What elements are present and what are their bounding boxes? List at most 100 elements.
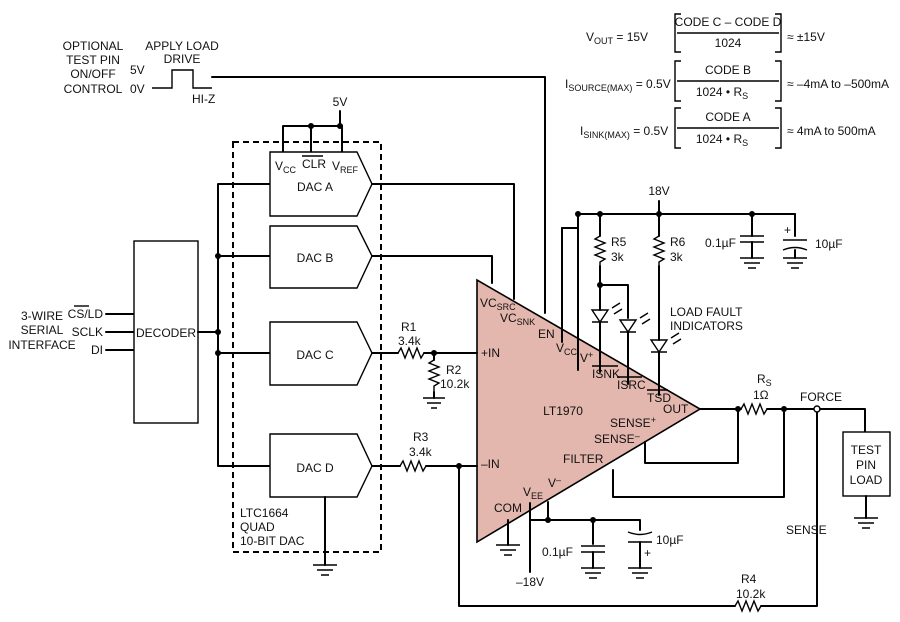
- r6-resistor: [652, 235, 666, 268]
- pos-supply-label: 18V: [648, 184, 669, 198]
- r2-value: 10.2k: [440, 377, 470, 391]
- pin-cs-ld: CS/LD: [68, 307, 104, 321]
- vout-result: ≈ ±15V: [787, 30, 825, 44]
- neg-supply-label: –18V: [516, 575, 544, 589]
- dac-c: DAC C: [269, 321, 373, 386]
- isource-lhs: I: [565, 77, 568, 91]
- interface-label-3: INTERFACE: [8, 338, 75, 352]
- r2-resistor: [427, 359, 441, 392]
- svg-text:VCC: VCC: [556, 341, 578, 357]
- isink-eq: = 0.5V: [630, 124, 668, 138]
- dac-vcc: V: [275, 159, 283, 173]
- r4-feedback-wire: [458, 409, 818, 607]
- isource-result: ≈ –4mA to –500mA: [787, 77, 889, 91]
- dac-ground-icon: [313, 564, 337, 576]
- force-label: FORCE: [800, 390, 842, 404]
- isink-result: ≈ 4mA to 500mA: [787, 124, 876, 138]
- pin-sclk: SCLK: [72, 325, 103, 339]
- neg-supply-wire: [529, 501, 641, 573]
- r1-label: R1: [401, 320, 417, 334]
- vout-lhs: V: [586, 30, 594, 44]
- cap-n2-label: 10µF: [656, 533, 684, 547]
- r4-label: R4: [741, 572, 757, 586]
- svg-text:VEE: VEE: [523, 485, 543, 501]
- cap-p2-label: 10µF: [815, 237, 843, 251]
- test-load-label-3: LOAD: [850, 473, 883, 487]
- chip-name: LTC1664: [240, 506, 289, 520]
- r2-label: R2: [446, 363, 462, 377]
- vout-sub: OUT: [594, 36, 614, 46]
- test-pin-control: OPTIONAL TEST PIN ON/OFF CONTROL 5V 0V A…: [63, 39, 219, 106]
- led-3-icon: [649, 332, 682, 354]
- r1-resistor: [397, 346, 425, 360]
- decoder-label: DECODER: [136, 326, 196, 340]
- drive-label: DRIVE: [164, 52, 201, 66]
- isink-lhs: I: [580, 124, 583, 138]
- svg-text:ISOURCE(MAX) = 0.5V: ISOURCE(MAX) = 0.5V: [565, 77, 671, 93]
- dac-clr: CLR: [302, 157, 326, 171]
- lt1970-body: [476, 278, 702, 544]
- vout-numerator: CODE C – CODE D: [675, 15, 782, 29]
- svg-text:SENSE–: SENSE–: [594, 431, 640, 446]
- r5-label: R5: [611, 235, 627, 249]
- cap-n1-label: 0.1µF: [542, 545, 573, 559]
- dac-b: DAC B: [269, 225, 373, 289]
- rs-label: R: [757, 372, 766, 386]
- svg-text:ISINK(MAX) = 0.5V: ISINK(MAX) = 0.5V: [580, 124, 668, 140]
- pin-vee: V: [523, 485, 531, 499]
- svg-text:VCC: VCC: [275, 159, 297, 175]
- dac-a: VCC CLR VREF DAC A: [269, 151, 373, 217]
- chip-desc-1: QUAD: [240, 520, 275, 534]
- load-ground-icon: [854, 517, 878, 529]
- load-fault-label-1: LOAD FAULT: [670, 305, 743, 319]
- pin-filter: FILTER: [563, 452, 604, 466]
- pin-in-minus: –IN: [481, 457, 500, 471]
- dac-b-wire: [371, 255, 493, 284]
- test-pin-label-2: TEST PIN: [66, 53, 120, 67]
- rs-value: 1Ω: [753, 388, 769, 402]
- hiz-label: HI-Z: [192, 92, 215, 106]
- en-wire: [211, 76, 546, 314]
- ltc1664-package: [232, 141, 382, 553]
- led-2-icon: [618, 312, 651, 334]
- com-ground-icon: [496, 544, 520, 556]
- vout-denominator: 1024: [715, 36, 742, 50]
- dac-c-label: DAC C: [296, 348, 334, 362]
- apply-load-label: APPLY LOAD: [145, 39, 219, 53]
- force-wire: [819, 408, 866, 433]
- r6-label: R6: [670, 235, 686, 249]
- sense-label: SENSE: [786, 523, 827, 537]
- pin-vplus: V: [580, 351, 588, 365]
- r4-value: 10.2k: [736, 587, 766, 601]
- cap-p2-plus: +: [784, 223, 791, 237]
- pin-vcsnk: VC: [500, 311, 517, 325]
- svg-text:V+: V+: [580, 350, 593, 365]
- dac-vref: V: [332, 159, 340, 173]
- led-1-icon: [590, 302, 623, 324]
- test-pin-label-4: CONTROL: [64, 82, 123, 96]
- pin-di: DI: [91, 343, 103, 357]
- isource-sub: SOURCE(MAX): [568, 83, 632, 93]
- equation-vout: VOUT = 15V CODE C – CODE D 1024 ≈ ±15V: [586, 13, 825, 53]
- load-fault-label-2: INDICATORS: [670, 319, 743, 333]
- isink-numerator: CODE A: [705, 110, 750, 124]
- pos-supply-wire: [561, 200, 796, 371]
- pin-out: OUT: [663, 402, 689, 416]
- equation-isink: ISINK(MAX) = 0.5V CODE A 1024 • RS ≈ 4mA…: [580, 107, 876, 149]
- pin-isnk: ISNK: [592, 367, 620, 381]
- cap-n2-ground-icon: [628, 567, 652, 579]
- rs-resistor: [740, 402, 768, 416]
- svg-text:VCSNK: VCSNK: [500, 311, 535, 327]
- pin-en: EN: [538, 327, 555, 341]
- pin-vminus: V: [548, 476, 556, 490]
- test-pin-label-3: ON/OFF: [70, 67, 115, 81]
- dac-supply-wire: [282, 110, 343, 157]
- pin-vcc: V: [556, 341, 564, 355]
- isink-sub: SINK(MAX): [583, 130, 630, 140]
- dac-d: DAC D: [269, 433, 373, 498]
- cap-n2-plus: +: [644, 546, 651, 560]
- svg-text:VREF: VREF: [332, 159, 359, 175]
- cap-p2-ground-icon: [783, 257, 807, 269]
- cap-n1-ground-icon: [581, 567, 605, 579]
